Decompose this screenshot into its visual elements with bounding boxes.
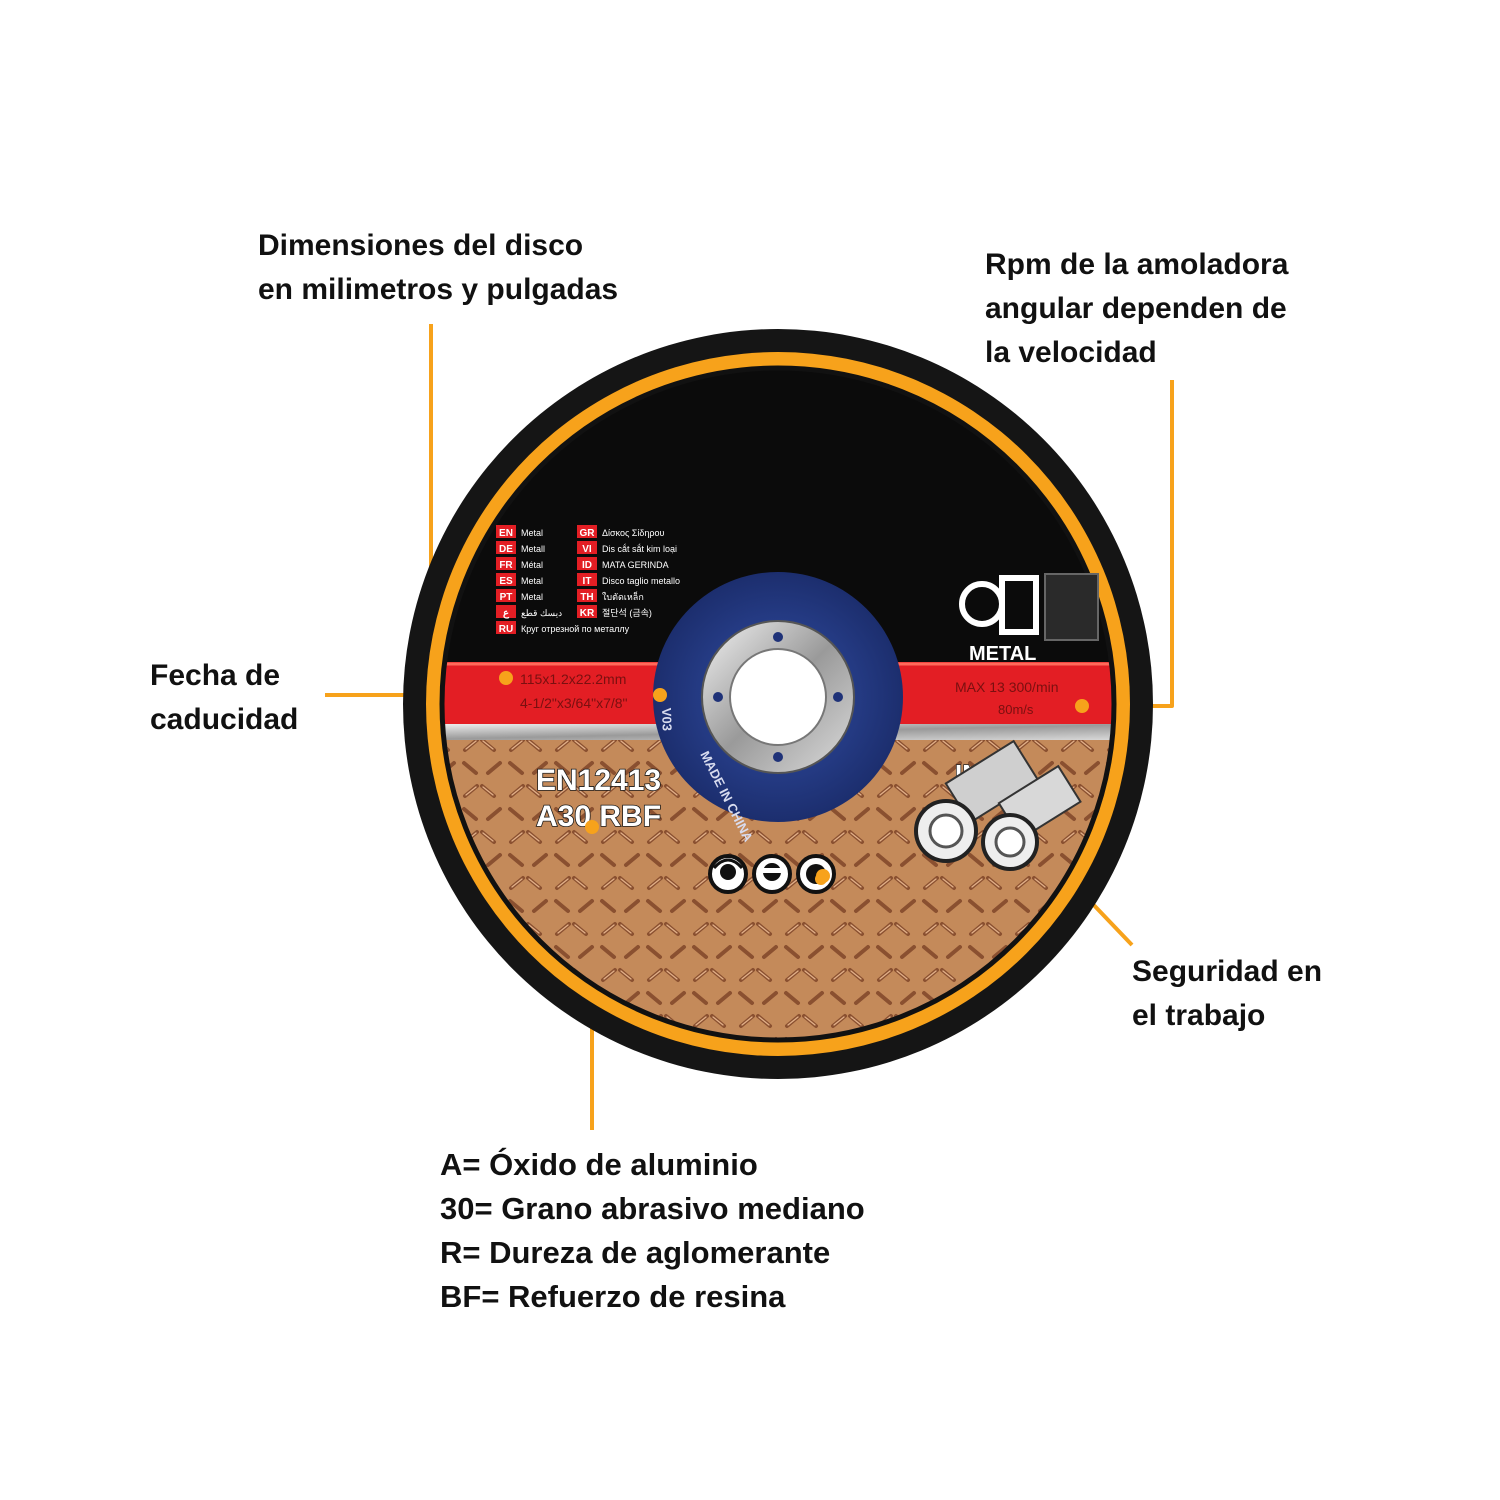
rpm-marker-dot — [1075, 699, 1089, 713]
eye-protection-icon — [752, 854, 792, 894]
language-code: PT — [500, 592, 513, 603]
callout-line: Dimensiones del disco — [258, 229, 584, 262]
callout-line: BF= Refuerzo de resina — [440, 1279, 786, 1314]
callout-dimensions: Dimensiones del disco en milimetros y pu… — [258, 224, 618, 312]
language-text: Métal — [521, 560, 543, 570]
flange-hole-icon — [833, 692, 843, 702]
callout-line: caducidad — [150, 703, 299, 736]
language-code-box — [577, 525, 597, 538]
spec-marker-dot — [585, 820, 599, 834]
standard-label: EN12413 — [536, 764, 661, 797]
safety-marker-dot — [816, 869, 830, 883]
language-text: Metal — [521, 528, 543, 538]
language-text: ديسك قطع — [521, 608, 562, 619]
pipe-end-icon — [928, 813, 964, 849]
logo-beam-icon — [999, 575, 1039, 635]
standard-spec-block: EN12413 A30 RBF — [535, 763, 662, 834]
language-text: Disco taglio metallo — [602, 576, 680, 586]
language-code: ID — [582, 560, 592, 571]
language-code-box — [496, 557, 516, 570]
language-code-box — [577, 573, 597, 586]
ear-protection-icon — [708, 854, 748, 894]
callout-line: la velocidad — [985, 336, 1157, 369]
flange-hole-icon — [773, 632, 783, 642]
logo-stripes — [1044, 573, 1099, 641]
flange-hole-icon — [773, 752, 783, 762]
language-code: TH — [580, 592, 593, 603]
callout-line: angular dependen de — [985, 292, 1287, 325]
language-code: IT — [583, 576, 592, 587]
callout-line: en milimetros y pulgadas — [258, 273, 619, 306]
speed-ms-label: 80m/s — [998, 702, 1034, 717]
language-text: Metal — [521, 592, 543, 602]
language-code-box — [496, 541, 516, 554]
language-text: MATA GERINDA — [602, 560, 669, 570]
callout-line: A= Óxido de aluminio — [440, 1147, 758, 1182]
language-text: Metal — [521, 576, 543, 586]
language-code-box — [577, 605, 597, 618]
max-speed-label: MAX 13 300/min — [955, 679, 1059, 695]
language-code-box — [496, 525, 516, 538]
language-text: Δίσκος Σίδηρου — [602, 528, 665, 538]
metal-brand-logo: METAL — [959, 573, 1099, 665]
language-text: Metall — [521, 544, 545, 554]
callout-line: R= Dureza de aglomerante — [440, 1235, 831, 1270]
callout-safety: Seguridad en el trabajo — [1132, 950, 1322, 1038]
language-code-box — [496, 605, 516, 618]
size-line-2: 4-1/2"x3/64"x7/8" — [520, 695, 628, 711]
safety-icons — [708, 854, 836, 894]
callout-line: 30= Grano abrasivo mediano — [440, 1191, 865, 1226]
callout-line: Seguridad en — [1132, 955, 1323, 988]
language-code: ع — [503, 608, 510, 619]
brand-label: METAL — [969, 643, 1036, 665]
expiry-code-label: V03 — [659, 708, 675, 732]
language-code: GR — [580, 528, 596, 539]
disc-inner-border — [439, 365, 1117, 1043]
language-code: EN — [499, 528, 513, 539]
language-code: DE — [499, 544, 513, 555]
callout-rpm: Rpm de la amoladora angular dependen de … — [985, 243, 1288, 375]
language-text: 절단석 (금속) — [602, 607, 652, 618]
language-code-box — [577, 557, 597, 570]
language-code: KR — [580, 608, 595, 619]
callout-line: Fecha de — [150, 659, 281, 692]
expiry-marker-dot — [653, 688, 667, 702]
arbor-hole — [729, 648, 827, 746]
language-text: Dis cắt sắt kim loại — [602, 544, 677, 554]
language-text: ใบตัดเหล็ก — [602, 590, 644, 602]
callout-line: el trabajo — [1132, 999, 1266, 1032]
language-code-box — [577, 541, 597, 554]
size-line-1: 115x1.2x22.2mm — [520, 671, 626, 687]
language-code-box — [496, 589, 516, 602]
language-text: Круг отрезной по металлу — [521, 624, 630, 634]
language-code-box — [496, 621, 516, 634]
language-code: RU — [499, 624, 513, 635]
callout-line: Rpm de la amoladora — [985, 248, 1289, 281]
callout-expiry-date: Fecha de caducidad — [150, 654, 298, 742]
callout-abrasive-code: A= Óxido de aluminio 30= Grano abrasivo … — [440, 1143, 865, 1319]
pipe-end-icon — [994, 826, 1026, 858]
inox-pipes-graphic: INOX — [914, 739, 1082, 871]
language-code: VI — [582, 544, 592, 555]
flange-hole-icon — [713, 692, 723, 702]
language-code-box — [577, 589, 597, 602]
language-code: ES — [499, 576, 513, 587]
dimensions-marker-dot — [499, 671, 513, 685]
language-code-box — [496, 573, 516, 586]
language-code: FR — [499, 560, 513, 571]
center-hub: MADE IN CHINA V03 — [653, 572, 903, 845]
